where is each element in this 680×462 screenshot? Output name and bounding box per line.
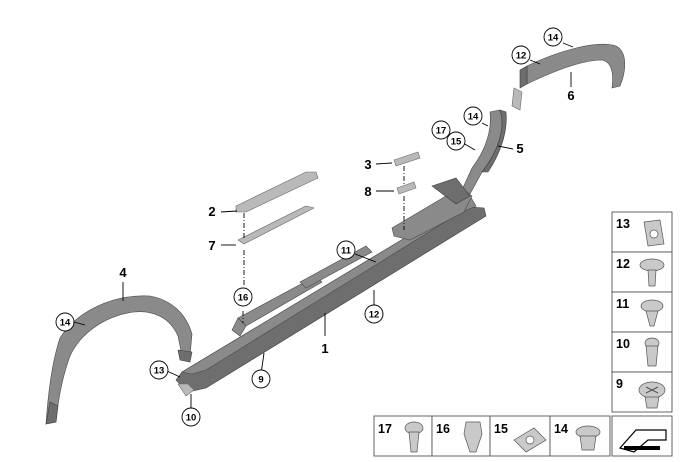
table-cell-9: 9 xyxy=(611,371,673,413)
clip-16-icon xyxy=(463,421,483,453)
circled-callout-11: 11 xyxy=(336,240,356,260)
table-cell-13: 13 xyxy=(611,211,673,253)
callout-3: 3 xyxy=(364,157,371,172)
circled-callout-12-sill: 12 xyxy=(364,304,384,324)
table-cell-15: 15 xyxy=(489,415,551,457)
svg-text:11: 11 xyxy=(341,246,352,257)
callout-1: 1 xyxy=(321,341,328,356)
circled-callout-14-mid: 14 xyxy=(463,106,483,126)
rivet-12-icon xyxy=(639,258,665,287)
plate-3 xyxy=(393,151,421,167)
svg-text:16: 16 xyxy=(238,293,249,304)
callout-2: 2 xyxy=(208,204,215,219)
callout-7: 7 xyxy=(208,238,215,253)
circled-callout-10: 10 xyxy=(181,407,201,427)
table-cell-12: 12 xyxy=(611,251,673,293)
table-cell-14: 14 xyxy=(549,415,611,457)
leader-lines xyxy=(73,42,574,408)
circled-callout-12-top: 12 xyxy=(511,45,531,65)
svg-text:10: 10 xyxy=(616,337,630,351)
svg-text:14: 14 xyxy=(548,33,559,44)
table-cell-arrow xyxy=(611,415,673,457)
svg-text:12: 12 xyxy=(616,257,630,271)
callout-8: 8 xyxy=(364,184,371,199)
svg-text:17: 17 xyxy=(436,126,447,137)
svg-text:14: 14 xyxy=(468,112,479,123)
svg-text:9: 9 xyxy=(616,377,623,391)
expansion-nut-14-icon xyxy=(575,425,601,451)
table-cell-11: 11 xyxy=(611,291,673,333)
svg-text:11: 11 xyxy=(616,297,629,311)
circled-callout-9: 9 xyxy=(251,369,271,389)
table-cell-10: 10 xyxy=(611,331,673,373)
callout-6: 6 xyxy=(567,88,574,103)
wheel-arch-trim-rear xyxy=(519,43,626,89)
screw-17-icon xyxy=(404,421,424,453)
screw-9-icon xyxy=(638,381,666,409)
clip-nut-15-icon xyxy=(513,427,547,453)
trim-strip-2 xyxy=(235,171,319,213)
circled-callout-15: 15 xyxy=(446,131,466,151)
svg-text:16: 16 xyxy=(436,422,450,436)
svg-text:10: 10 xyxy=(186,413,197,424)
svg-text:13: 13 xyxy=(616,217,630,231)
svg-text:15: 15 xyxy=(451,137,462,148)
parts-table-bottom-row: 17 16 15 14 xyxy=(373,415,611,457)
trim-strip-small xyxy=(511,87,523,111)
table-cell-17: 17 xyxy=(373,415,433,457)
svg-text:14: 14 xyxy=(554,422,568,436)
svg-text:17: 17 xyxy=(378,422,392,436)
callout-4: 4 xyxy=(119,265,127,280)
svg-text:13: 13 xyxy=(154,366,165,377)
bracket-8 xyxy=(396,181,417,195)
svg-text:9: 9 xyxy=(258,375,263,386)
table-cell-16: 16 xyxy=(431,415,491,457)
callout-5: 5 xyxy=(516,141,523,156)
circled-callout-13: 13 xyxy=(149,360,169,380)
svg-text:15: 15 xyxy=(494,422,508,436)
clip-nut-13-icon xyxy=(643,219,665,247)
svg-text:12: 12 xyxy=(516,51,527,62)
clip-10-icon xyxy=(644,337,660,367)
trim-strip-7 xyxy=(237,205,315,245)
svg-text:12: 12 xyxy=(369,310,380,321)
wheel-arch-trim-4 xyxy=(45,295,193,425)
parts-table-right-column: 13 12 11 10 xyxy=(611,211,673,457)
circled-callout-14-top: 14 xyxy=(543,27,563,47)
circled-callout-17: 17 xyxy=(431,120,451,140)
svg-text:14: 14 xyxy=(60,318,71,329)
expansion-rivet-11-icon xyxy=(640,299,664,327)
circled-callout-16: 16 xyxy=(233,287,253,307)
circled-callout-14-left: 14 xyxy=(55,312,75,332)
side-sill-panel xyxy=(175,177,487,397)
